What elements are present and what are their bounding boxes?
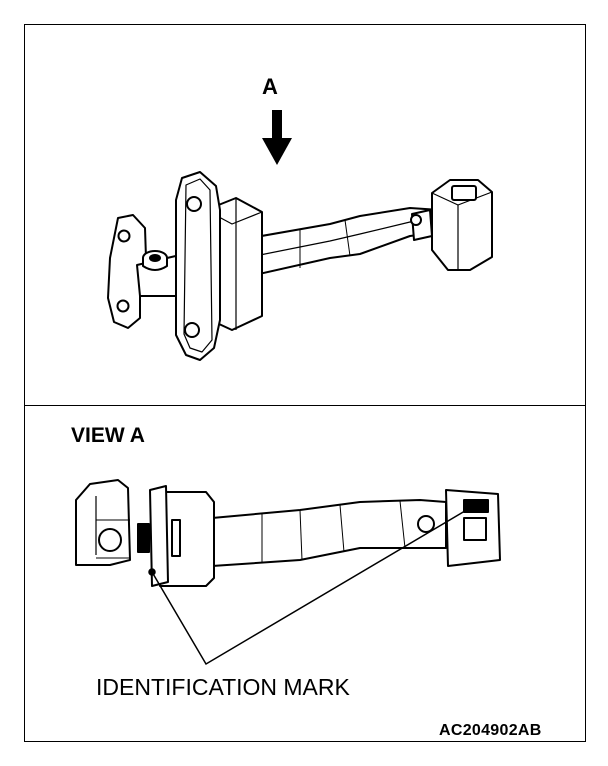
view-a-heading: VIEW A [71, 424, 145, 447]
door-check-perspective [107, 171, 493, 361]
identification-mark-leaders [148, 504, 474, 666]
panel-divider [24, 405, 586, 406]
door-check-view-a [75, 479, 501, 587]
figure-frame [24, 24, 586, 742]
figure-code: AC204902AB [439, 722, 542, 739]
identification-mark-label: IDENTIFICATION MARK [96, 674, 350, 700]
view-direction-arrow [262, 110, 292, 165]
view-direction-label: A [262, 74, 278, 99]
identification-mark-left [137, 523, 150, 553]
